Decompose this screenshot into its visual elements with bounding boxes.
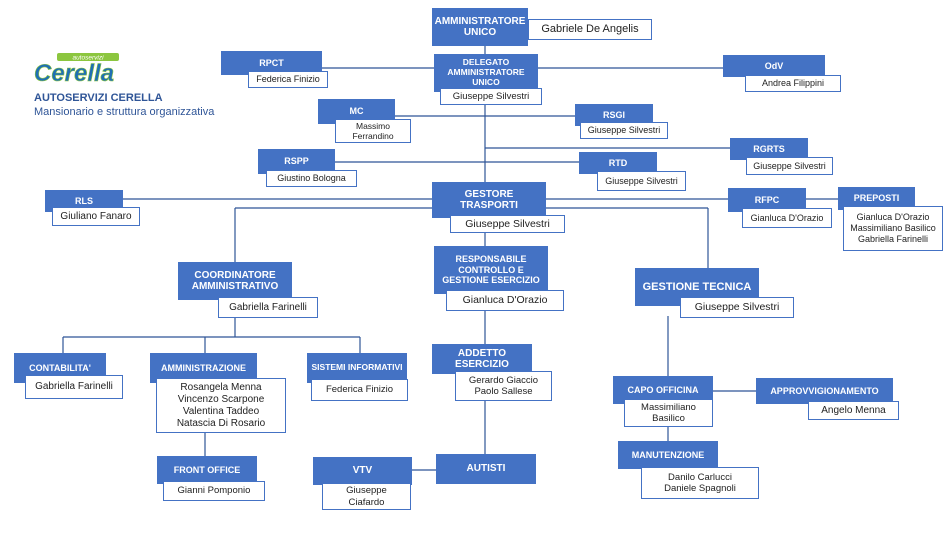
node-autisti-role: AUTISTI — [436, 454, 536, 484]
node-sistemi-role: SISTEMI INFORMATIVI — [307, 353, 407, 383]
name-line: Vincenzo Scarpone — [177, 393, 265, 405]
name-line: Giuseppe Silvestri — [465, 217, 550, 230]
name-line: Rosangela Menna — [180, 381, 262, 393]
node-odv-names: Andrea Filippini — [745, 75, 841, 92]
node-addetto-names: Gerardo Giaccio Paolo Sallese — [455, 371, 552, 401]
name-line: Danilo Carlucci — [668, 471, 732, 483]
node-vtv-names: Giuseppe Ciafardo — [322, 483, 411, 510]
node-rspp-role: RSPP — [258, 149, 335, 174]
name-line: Giuseppe Silvestri — [452, 90, 530, 102]
node-responsabile-names: Gianluca D'Orazio — [446, 290, 564, 311]
node-coordinatore-names: Gabriella Farinelli — [218, 297, 318, 318]
name-line: Gabriella Farinelli — [229, 301, 307, 313]
node-rpct-names: Federica Finizio — [248, 71, 328, 88]
node-approv-names: Angelo Menna — [808, 401, 899, 420]
node-rgrts-role: RGRTS — [730, 138, 808, 160]
name-line: Gianluca D'Orazio — [750, 212, 824, 223]
name-line: Massimo — [355, 120, 390, 131]
node-amministratore-role: AMMINISTRATORE UNICO — [432, 8, 528, 46]
node-delegato-role: DELEGATO AMMINISTRATORE UNICO — [434, 54, 538, 92]
node-front-role: FRONT OFFICE — [157, 456, 257, 484]
name-line: Gabriella Farinelli — [35, 381, 113, 392]
node-odv-role: OdV — [723, 55, 825, 77]
node-gestore-role: GESTORE TRASPORTI — [432, 182, 546, 218]
node-amministratore-names: Gabriele De Angelis — [528, 19, 652, 40]
name-line: Valentina Taddeo — [182, 405, 260, 417]
name-line: Gerardo Giaccio — [468, 374, 539, 386]
name-line: Gianluca D'Orazio — [856, 212, 930, 223]
name-line: Giuseppe Silvestri — [605, 175, 678, 186]
name-line: Ciafardo — [348, 496, 385, 508]
node-approv-role: APPROVVIGIONAMENTO — [756, 378, 893, 404]
name-line: Giuseppe — [346, 485, 387, 497]
name-line: Massimiliano — [641, 401, 696, 413]
name-line: Federica Finizio — [325, 384, 394, 396]
cerella-logo: autoservizi Cerella — [34, 53, 119, 84]
name-line: Gabriele De Angelis — [541, 22, 639, 35]
node-capo-names: Massimiliano Basilico — [624, 399, 713, 427]
name-line: Angelo Menna — [821, 404, 886, 416]
name-line: Federica Finizio — [256, 74, 320, 85]
node-addetto-role: ADDETTO ESERCIZIO — [432, 344, 532, 374]
name-line: Gabriella Farinelli — [857, 233, 929, 244]
name-line: Gianni Pomponio — [177, 485, 251, 497]
node-rls-role: RLS — [45, 190, 123, 212]
node-delegato-names: Giuseppe Silvestri — [440, 88, 542, 105]
node-contabilita-names: Gabriella Farinelli — [25, 375, 123, 399]
name-line: Giuliano Fanaro — [60, 210, 132, 222]
name-line: Massimiliano Basilico — [850, 223, 936, 234]
company-name: AUTOSERVIZI CERELLA — [34, 92, 163, 104]
name-line: Ferrandino — [352, 131, 394, 141]
node-rtd-role: RTD — [579, 152, 657, 174]
name-line: Gianluca D'Orazio — [462, 294, 548, 307]
node-rsgi-role: RSGI — [575, 104, 653, 126]
name-line: Paolo Sallese — [474, 386, 533, 397]
node-coordinatore-role: COORDINATORE AMMINISTRATIVO — [178, 262, 292, 300]
name-line: Giustino Bologna — [277, 173, 346, 184]
node-rfpc-names: Gianluca D'Orazio — [742, 208, 832, 228]
node-rtd-names: Giuseppe Silvestri — [597, 171, 686, 191]
node-rgrts-names: Giuseppe Silvestri — [746, 157, 833, 175]
node-gestore-names: Giuseppe Silvestri — [450, 215, 565, 233]
node-amministrazione-names: Rosangela Menna Vincenzo Scarpone Valent… — [156, 378, 286, 433]
node-vtv-role: VTV — [313, 457, 412, 485]
node-rspp-names: Giustino Bologna — [266, 170, 357, 187]
node-manutenzione-names: Danilo Carlucci Daniele Spagnoli — [641, 467, 759, 499]
node-tecnica-names: Giuseppe Silvestri — [680, 297, 794, 318]
node-sistemi-names: Federica Finizio — [311, 379, 408, 401]
name-line: Giuseppe Silvestri — [694, 301, 780, 314]
logo-small-text: autoservizi — [72, 55, 104, 62]
name-line: Basilico — [652, 413, 685, 424]
name-line: Daniele Spagnoli — [664, 483, 736, 494]
node-mc-names: Massimo Ferrandino — [335, 119, 411, 143]
name-line: Giuseppe Silvestri — [587, 125, 661, 136]
node-preposti-names: Gianluca D'Orazio Massimiliano Basilico … — [843, 206, 943, 251]
name-line: Giuseppe Silvestri — [753, 160, 826, 171]
node-manutenzione-role: MANUTENZIONE — [618, 441, 718, 469]
logo-wordmark: Cerella — [34, 60, 114, 84]
node-rls-names: Giuliano Fanaro — [52, 207, 140, 226]
node-front-names: Gianni Pomponio — [163, 481, 265, 501]
node-rsgi-names: Giuseppe Silvestri — [580, 122, 668, 139]
chart-subtitle: Mansionario e struttura organizzativa — [34, 106, 215, 118]
name-line: Andrea Filippini — [761, 78, 825, 89]
node-preposti-role: PREPOSTI — [838, 187, 915, 210]
node-responsabile-role: RESPONSABILE CONTROLLO E GESTIONE ESERCI… — [434, 246, 548, 294]
name-line: Natascia Di Rosario — [176, 417, 266, 429]
